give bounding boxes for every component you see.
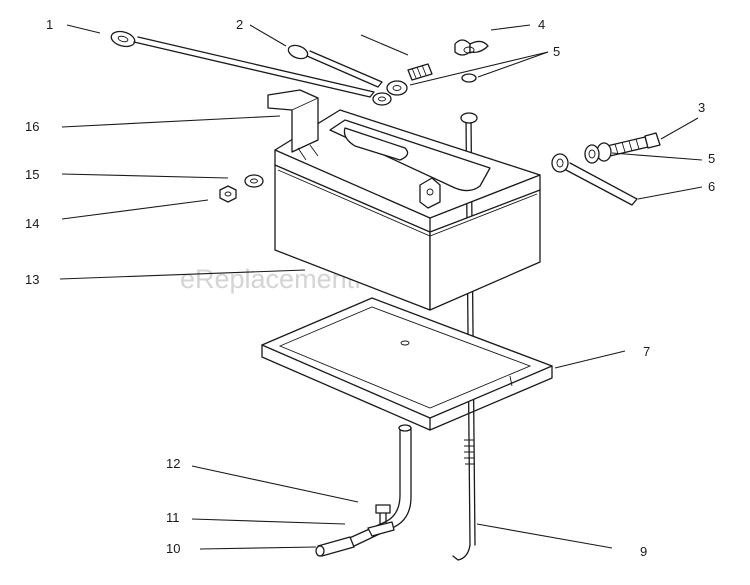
clamp-tube [315,536,355,557]
leader-9 [476,523,613,549]
leader-5-top-a [477,51,549,78]
leader-7 [554,350,626,369]
leader-1 [66,24,101,34]
callout-15: 15 [25,167,39,182]
battery [274,109,541,311]
battery-tray [261,297,553,431]
wing-nut [454,39,489,56]
leader-5-right [611,152,703,161]
battery-cable-6 [551,153,638,206]
leader-11 [191,518,346,525]
leader-15 [61,173,229,179]
callout-11: 11 [166,510,180,525]
leader-16 [61,115,281,128]
battery-cable-1 [110,30,375,98]
terminal-bolt-right [584,132,661,164]
leader-14 [61,199,209,220]
callout-1: 1 [46,17,53,32]
callout-5-top: 5 [553,44,560,59]
callout-14: 14 [25,216,39,231]
terminal-hardware-top [372,63,433,106]
callout-4: 4 [538,17,545,32]
leader-12 [191,465,359,503]
battery-cable-2 [287,44,383,88]
leader-5-top-b [409,51,549,86]
washer-lower [460,112,478,124]
leader-3 [660,117,699,140]
leader-4 [490,24,531,31]
callout-13: 13 [25,272,39,287]
leader-bolt-top [360,34,409,56]
leader-13 [59,269,306,280]
terminal-nut-left [219,174,264,203]
washer [461,73,477,83]
callout-3: 3 [698,100,705,115]
vent-tube [267,89,319,161]
leader-6 [637,186,703,200]
callout-6: 6 [708,179,715,194]
leader-10 [199,546,317,550]
callout-12: 12 [166,456,180,471]
callout-10: 10 [166,541,180,556]
callout-7: 7 [643,344,650,359]
callout-16: 16 [25,119,39,134]
callout-2: 2 [236,17,243,32]
callout-9: 9 [640,544,647,559]
callout-5-right: 5 [708,151,715,166]
leader-2 [249,24,287,47]
clamp-bolt [367,504,395,537]
